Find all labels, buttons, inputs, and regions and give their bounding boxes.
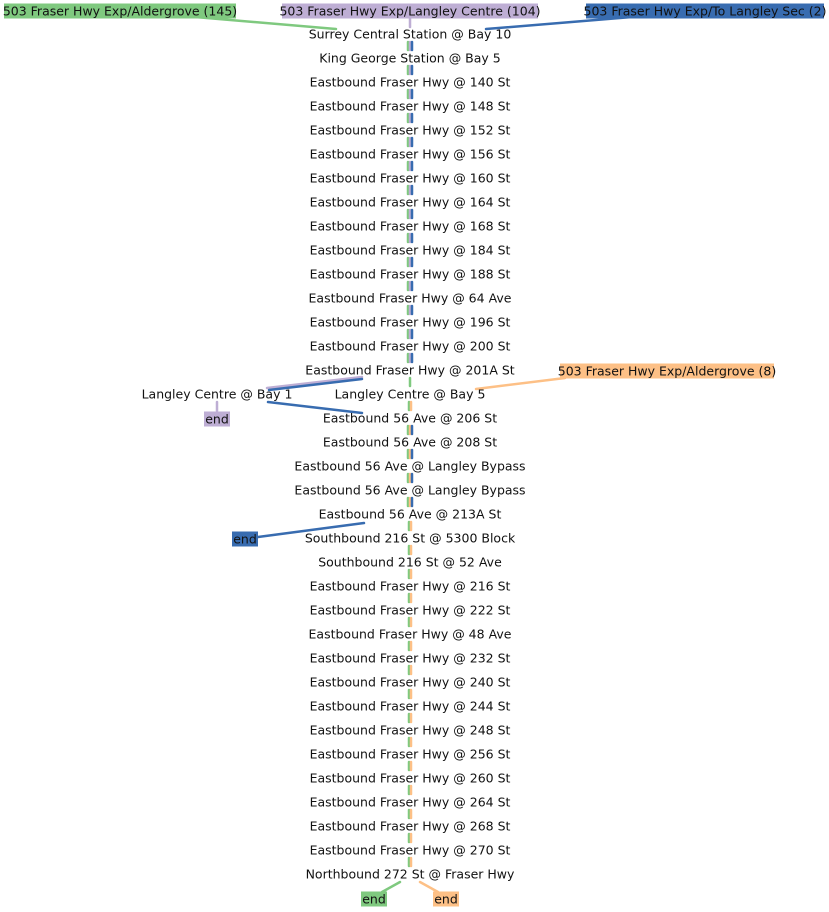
end-tag-e2-label: end (233, 532, 257, 547)
stop-label-s29: Eastbound Fraser Hwy @ 244 St (310, 699, 511, 714)
stop-label-s11: Eastbound Fraser Hwy @ 64 Ave (309, 291, 512, 306)
edge-272-to-end-r145 (380, 880, 402, 894)
stop-label-s28: Eastbound Fraser Hwy @ 240 St (310, 675, 511, 690)
edge-bay1-to-206-r2 (266, 400, 364, 415)
edge-201a-to-bay1-r2 (267, 377, 364, 392)
stop-label-s31: Eastbound Fraser Hwy @ 256 St (310, 747, 511, 762)
end-tag-e8-label: end (434, 892, 458, 907)
stop-label-s0: Surrey Central Station @ Bay 10 (309, 27, 512, 42)
route-tag-r104-box (282, 3, 538, 19)
stop-label-s32: Eastbound Fraser Hwy @ 260 St (310, 771, 511, 786)
edge-header-r8 (474, 376, 567, 391)
stop-label-s33: Eastbound Fraser Hwy @ 264 St (310, 795, 511, 810)
stop-label-s36: Northbound 272 St @ Fraser Hwy (306, 867, 515, 882)
end-tag-e145-box (361, 891, 387, 907)
stop-label-s1: King George Station @ Bay 5 (319, 51, 501, 66)
stop-label-s7: Eastbound Fraser Hwy @ 164 St (310, 195, 511, 210)
stop-label-s22: Southbound 216 St @ 5300 Block (305, 531, 516, 546)
edge-213a-to-end-r2 (256, 521, 366, 539)
end-tag-e104-box (204, 411, 230, 427)
stop-label-s24: Eastbound Fraser Hwy @ 216 St (310, 579, 511, 594)
stop-label-s9: Eastbound Fraser Hwy @ 184 St (310, 243, 511, 258)
stop-label-s20: Eastbound 56 Ave @ Langley Bypass (294, 483, 525, 498)
stop-label-s34: Eastbound Fraser Hwy @ 268 St (310, 819, 511, 834)
route-tag-r8-box (560, 363, 774, 379)
route-tag-r2-box (586, 3, 824, 19)
end-tag-e2-box (232, 531, 258, 547)
stop-label-s10: Eastbound Fraser Hwy @ 188 St (310, 267, 511, 282)
route-tag-r145-label: 503 Fraser Hwy Exp/Aldergrove (145) (3, 4, 237, 19)
edge-201a-to-bay1-r104 (265, 375, 364, 390)
stop-label-s6: Eastbound Fraser Hwy @ 160 St (310, 171, 511, 186)
route-tag-r8-label: 503 Fraser Hwy Exp/Aldergrove (8) (558, 364, 776, 379)
edge-header-r2 (484, 15, 634, 31)
stop-label-s16: Langley Centre @ Bay 1 (142, 387, 293, 402)
stop-label-s5: Eastbound Fraser Hwy @ 156 St (310, 147, 511, 162)
stop-label-s8: Eastbound Fraser Hwy @ 168 St (310, 219, 511, 234)
stop-label-s19: Eastbound 56 Ave @ Langley Bypass (294, 459, 525, 474)
edge-header-r145 (193, 15, 338, 31)
stop-label-s2: Eastbound Fraser Hwy @ 140 St (310, 75, 511, 90)
route-tag-r145-box (4, 3, 236, 19)
stop-label-s35: Eastbound Fraser Hwy @ 270 St (310, 843, 511, 858)
stop-label-s30: Eastbound Fraser Hwy @ 248 St (310, 723, 511, 738)
stop-label-s3: Eastbound Fraser Hwy @ 148 St (310, 99, 511, 114)
stop-label-s25: Eastbound Fraser Hwy @ 222 St (310, 603, 511, 618)
stop-label-s18: Eastbound 56 Ave @ 208 St (323, 435, 497, 450)
stop-label-s14: Eastbound Fraser Hwy @ 201A St (305, 363, 514, 378)
stop-label-s13: Eastbound Fraser Hwy @ 200 St (310, 339, 511, 354)
route-edges (193, 15, 634, 894)
stop-label-s12: Eastbound Fraser Hwy @ 196 St (310, 315, 511, 330)
stop-label-s17: Eastbound 56 Ave @ 206 St (323, 411, 497, 426)
edge-272-to-end-r8 (418, 880, 440, 894)
end-tag-e104-label: end (205, 412, 229, 427)
end-tag-e145-label: end (362, 892, 386, 907)
route-nodes: Surrey Central Station @ Bay 10 King Geor… (3, 3, 827, 907)
stop-label-s23: Southbound 216 St @ 52 Ave (318, 555, 502, 570)
stop-label-s21: Eastbound 56 Ave @ 213A St (319, 507, 502, 522)
route-tag-r2-label: 503 Fraser Hwy Exp/To Langley Sec (2) (584, 4, 827, 19)
end-tag-e8-box (433, 891, 459, 907)
stop-label-s26: Eastbound Fraser Hwy @ 48 Ave (309, 627, 512, 642)
stop-label-s27: Eastbound Fraser Hwy @ 232 St (310, 651, 511, 666)
stop-label-s4: Eastbound Fraser Hwy @ 152 St (310, 123, 511, 138)
route-tag-r104-label: 503 Fraser Hwy Exp/Langley Centre (104) (279, 4, 540, 19)
stop-label-s15: Langley Centre @ Bay 5 (335, 387, 486, 402)
